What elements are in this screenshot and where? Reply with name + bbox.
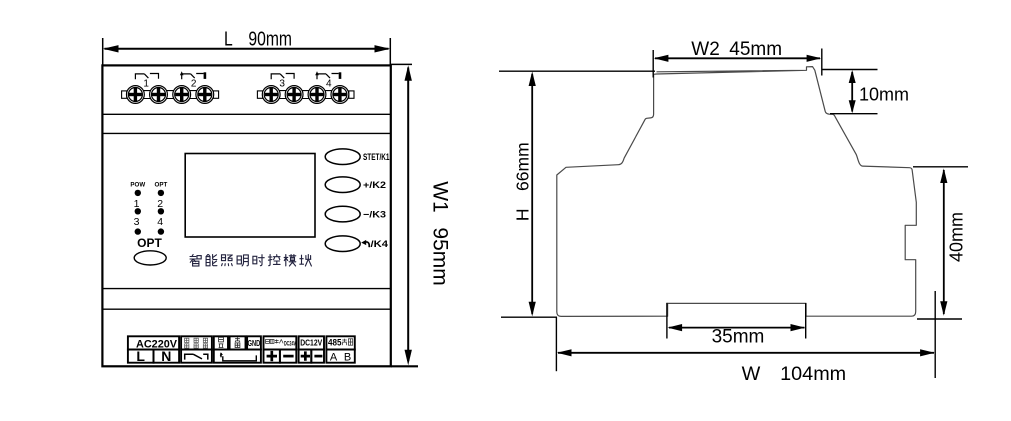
svg-text:3: 3 xyxy=(134,216,140,228)
svg-text:2: 2 xyxy=(157,198,163,210)
svg-text:40mm: 40mm xyxy=(947,212,967,262)
svg-text:W2 45mm: W2 45mm xyxy=(691,39,782,60)
svg-text:W 104mm: W 104mm xyxy=(742,364,847,385)
svg-text:N: N xyxy=(161,348,171,364)
svg-text:3: 3 xyxy=(279,79,285,90)
svg-text:10mm: 10mm xyxy=(859,85,909,105)
svg-text:L 90mm: L 90mm xyxy=(224,28,292,50)
svg-text:1: 1 xyxy=(143,79,149,90)
svg-text:POW: POW xyxy=(130,181,145,188)
svg-text:AC220V: AC220V xyxy=(136,338,178,350)
svg-text:4: 4 xyxy=(326,79,332,90)
svg-text:GND: GND xyxy=(248,338,261,348)
svg-text:−/K3: −/K3 xyxy=(363,210,386,221)
svg-text:1: 1 xyxy=(134,198,140,210)
svg-text:OPT: OPT xyxy=(137,236,162,250)
svg-text:H 66mm: H 66mm xyxy=(513,142,533,221)
svg-text:35mm: 35mm xyxy=(712,326,765,347)
svg-text:DC12V: DC12V xyxy=(300,338,322,348)
svg-text:W1 95mm: W1 95mm xyxy=(429,181,452,286)
svg-text:DC24V: DC24V xyxy=(284,340,297,347)
svg-text:L: L xyxy=(136,348,145,364)
svg-text:B: B xyxy=(344,351,351,363)
svg-text:4: 4 xyxy=(157,216,163,228)
svg-text:STET/K1: STET/K1 xyxy=(363,152,390,163)
svg-text:+/K2: +/K2 xyxy=(363,180,386,191)
svg-text:/K4: /K4 xyxy=(371,239,389,250)
svg-text:A: A xyxy=(330,351,338,363)
svg-text:OPT: OPT xyxy=(155,181,168,188)
svg-text:2: 2 xyxy=(191,79,197,90)
svg-text:485: 485 xyxy=(328,338,342,348)
